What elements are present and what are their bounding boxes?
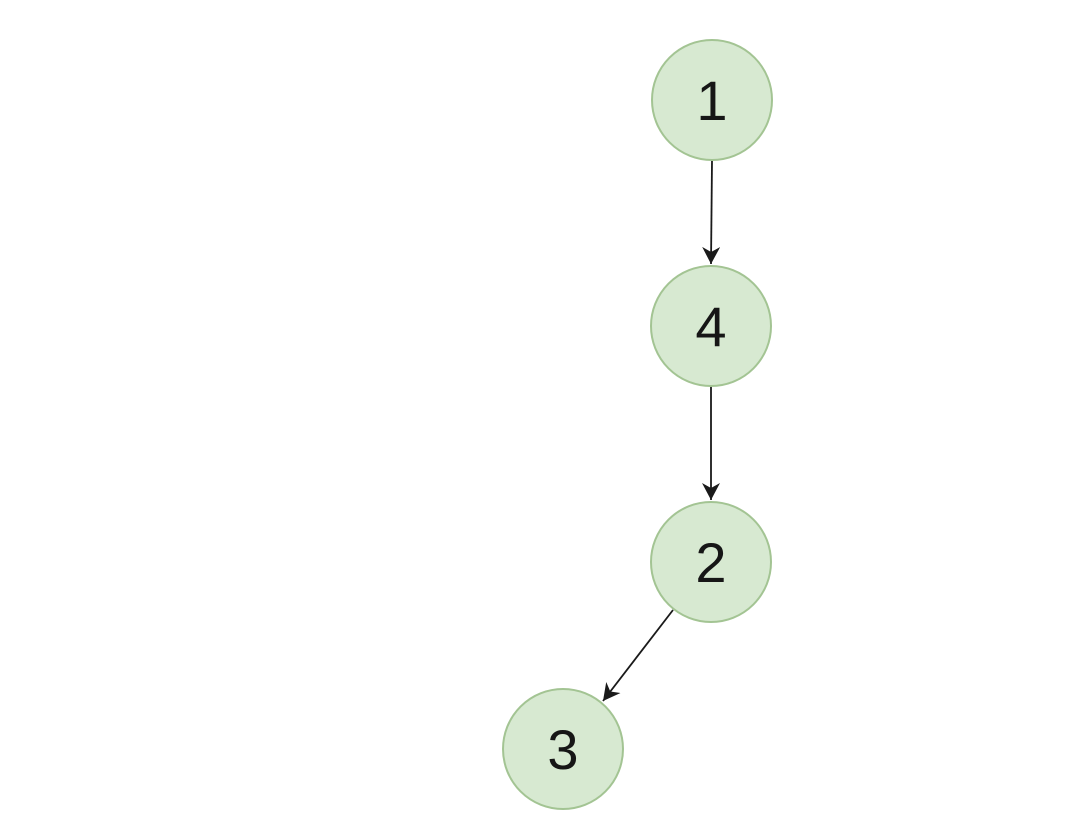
node-3-label: 3 xyxy=(547,718,578,781)
node-2-label: 2 xyxy=(695,531,726,594)
node-4[interactable]: 4 xyxy=(650,265,772,387)
edge-2-3 xyxy=(602,609,674,702)
edge-1-4 xyxy=(702,160,721,265)
node-1-label: 1 xyxy=(696,69,727,132)
node-2-circle[interactable] xyxy=(650,501,772,623)
edge-line-2-3 xyxy=(602,609,674,702)
node-4-label: 4 xyxy=(695,295,726,358)
node-3[interactable]: 3 xyxy=(502,688,624,810)
edge-line-1-4 xyxy=(702,160,721,265)
node-3-circle[interactable] xyxy=(502,688,624,810)
node-2[interactable]: 2 xyxy=(650,501,772,623)
node-4-circle[interactable] xyxy=(650,265,772,387)
node-1[interactable]: 1 xyxy=(651,39,773,161)
node-1-circle[interactable] xyxy=(651,39,773,161)
